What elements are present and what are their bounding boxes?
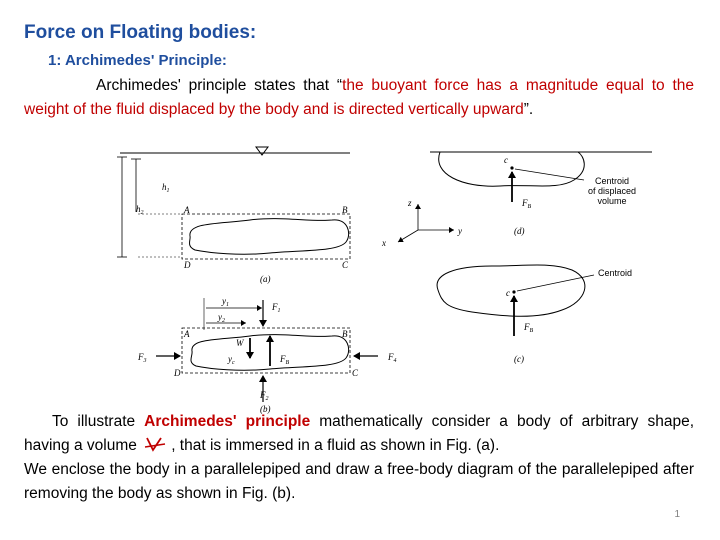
free-surface-icon [255,146,269,156]
corner-B-a: B [342,205,348,215]
corner-B-b: B [342,329,348,339]
page-number: 1 [674,509,680,520]
axis-x-label: x [381,238,386,248]
archimedes-figure: h1 h2 A B D C (a) y1 y2 A B D C F1 W [117,146,652,414]
corner-D-b: D [173,368,181,378]
body-highlight: Archimedes' principle [144,413,311,430]
slide-subtitle: 1: Archimedes' Principle: [48,52,227,69]
principle-statement: Archimedes' principle states that “the b… [24,74,694,122]
label-yc: yc [227,354,235,366]
label-F4: F4 [387,352,397,364]
label-FB-c: FB [523,322,534,334]
figure-c: c FB Centroid (c) [436,264,632,364]
body-shape-a [189,218,350,255]
label-FB: FB [279,354,290,366]
figure-a-label: (a) [260,274,271,284]
figure-b: y1 y2 A B D C F1 W FB yc F3 F4 F2 (b) [137,296,397,414]
axis-z-label: z [407,198,412,208]
label-W: W [236,338,245,348]
body-paragraph: To illustrate Archimedes' principle math… [24,410,694,506]
slide-title: Force on Floating bodies: [24,22,257,43]
figure-a: h1 h2 A B D C (a) [117,146,351,284]
body-shape-b [190,334,350,371]
body-text3: , that is immersed in a fluid as shown i… [171,437,500,454]
figure-c-label: (c) [514,354,524,364]
point-c-d: c [504,155,508,165]
body-shape-c [436,264,586,317]
point-c-c: c [506,288,510,298]
coordinate-axes: z y x [381,198,462,248]
body-text2: mathematically consider a body of arbitr… [24,413,694,454]
leader-line-c [516,274,595,292]
parallelepiped-a [181,213,351,260]
principle-text-before: Archimedes' principle states that “ [96,77,343,94]
body-shape-d [438,151,585,187]
leader-line-d [514,168,585,181]
corner-C-a: C [342,260,349,270]
figure-b-label: (b) [260,404,271,414]
corner-A-a: A [183,205,190,215]
figure-d-label: (d) [514,226,525,236]
body-text4: We enclose the body in a parallelepiped … [24,461,694,502]
centroid-annotation: Centroid [598,268,632,278]
principle-text-after: ”. [523,101,534,118]
parallelepiped-b [181,327,351,374]
corner-A-b: A [183,329,190,339]
label-FB-d: FB [521,198,532,210]
axis-y-label: y [457,226,462,236]
corner-D-a: D [183,260,191,270]
label-y2: y2 [217,312,225,324]
corner-C-b: C [352,368,359,378]
body-text1: To illustrate [52,413,145,430]
label-F3: F3 [137,352,147,364]
label-h2: h2 [136,204,144,216]
label-F1: F1 [271,302,281,314]
label-h1: h1 [162,182,170,194]
label-y1: y1 [221,296,229,308]
label-F2: F2 [259,390,269,402]
principle-quote: the buoyant force has a magnitude equal … [24,77,694,118]
volume-symbol-icon [145,437,166,452]
